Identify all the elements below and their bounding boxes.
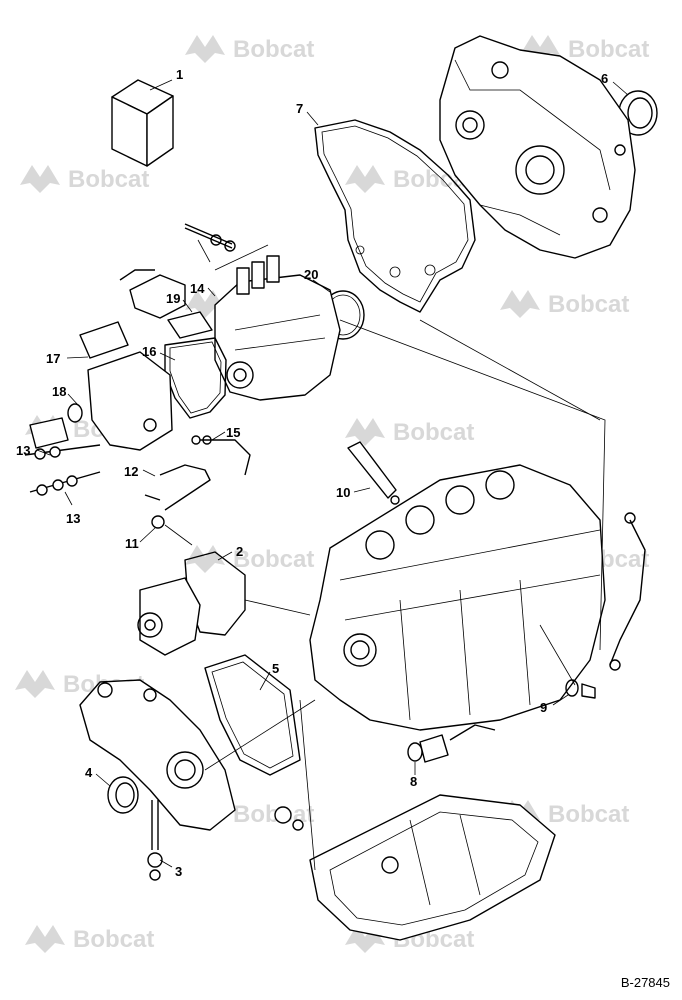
part-cylinder-block bbox=[309, 464, 606, 731]
callout-labels: 1 2 3 4 5 6 7 8 9 10 11 12 13 13 14 15 1… bbox=[16, 67, 608, 879]
callout-19: 19 bbox=[166, 291, 180, 306]
part-plug-small bbox=[274, 806, 304, 831]
part-studs-13 bbox=[24, 444, 101, 496]
callout-13a: 13 bbox=[16, 443, 30, 458]
callout-17: 17 bbox=[46, 351, 60, 366]
part-drain-plug-9 bbox=[565, 679, 596, 699]
watermark: Bobcat bbox=[20, 165, 149, 193]
watermark-text: Bobcat bbox=[233, 36, 314, 63]
watermark-text: Bobcat bbox=[548, 801, 629, 828]
part-front-cover bbox=[79, 679, 236, 831]
watermark-text: Bobcat bbox=[233, 546, 314, 573]
part-gasket-7 bbox=[314, 119, 476, 313]
part-pipe-8 bbox=[407, 724, 496, 763]
callout-8: 8 bbox=[410, 774, 417, 789]
callout-18: 18 bbox=[52, 384, 66, 399]
callout-14: 14 bbox=[190, 281, 205, 296]
callout-10: 10 bbox=[336, 485, 350, 500]
callout-16: 16 bbox=[142, 344, 156, 359]
part-seal-4 bbox=[107, 776, 139, 814]
part-injector-10 bbox=[347, 441, 400, 505]
callout-5: 5 bbox=[272, 661, 279, 676]
watermark: Bobcat bbox=[25, 925, 154, 953]
part-bolts-top bbox=[184, 223, 236, 252]
callout-13b: 13 bbox=[66, 511, 80, 526]
callout-6: 6 bbox=[601, 71, 608, 86]
watermark-text: Bobcat bbox=[73, 926, 154, 953]
part-relief-valve-3 bbox=[147, 800, 163, 881]
callout-3: 3 bbox=[175, 864, 182, 879]
callout-15: 15 bbox=[226, 425, 240, 440]
watermark: Bobcat bbox=[185, 545, 314, 573]
callout-11: 11 bbox=[125, 536, 139, 551]
part-gasket-kit-box bbox=[111, 79, 174, 167]
part-dipstick-tube bbox=[609, 512, 646, 671]
watermark: Bobcat bbox=[500, 290, 629, 318]
part-governor-housing bbox=[29, 321, 173, 451]
watermark: Bobcat bbox=[185, 35, 314, 63]
part-gear-case bbox=[439, 35, 636, 259]
watermark: Bobcat bbox=[345, 418, 474, 446]
callout-20: 20 bbox=[304, 267, 318, 282]
part-water-pump-2 bbox=[137, 551, 246, 656]
watermark-text: Bobcat bbox=[68, 166, 149, 193]
part-injection-pump bbox=[214, 255, 341, 401]
callout-12: 12 bbox=[124, 464, 138, 479]
watermark-text: Bobcat bbox=[548, 291, 629, 318]
watermark-text: Bobcat bbox=[393, 419, 474, 446]
callout-2: 2 bbox=[236, 544, 243, 559]
part-feed-pump-19 bbox=[119, 269, 213, 339]
callout-7: 7 bbox=[296, 101, 303, 116]
part-gasket-5 bbox=[204, 654, 301, 776]
part-injection-line bbox=[144, 435, 251, 529]
reference-code: B-27845 bbox=[620, 975, 670, 990]
watermark: Bobcat bbox=[520, 35, 649, 63]
callout-9: 9 bbox=[540, 700, 547, 715]
part-oil-pan bbox=[309, 794, 556, 941]
callout-leaders bbox=[36, 79, 629, 868]
callout-4: 4 bbox=[85, 765, 93, 780]
callout-1: 1 bbox=[176, 67, 183, 82]
watermark-text: Bobcat bbox=[568, 36, 649, 63]
assembly-lines bbox=[164, 239, 606, 871]
